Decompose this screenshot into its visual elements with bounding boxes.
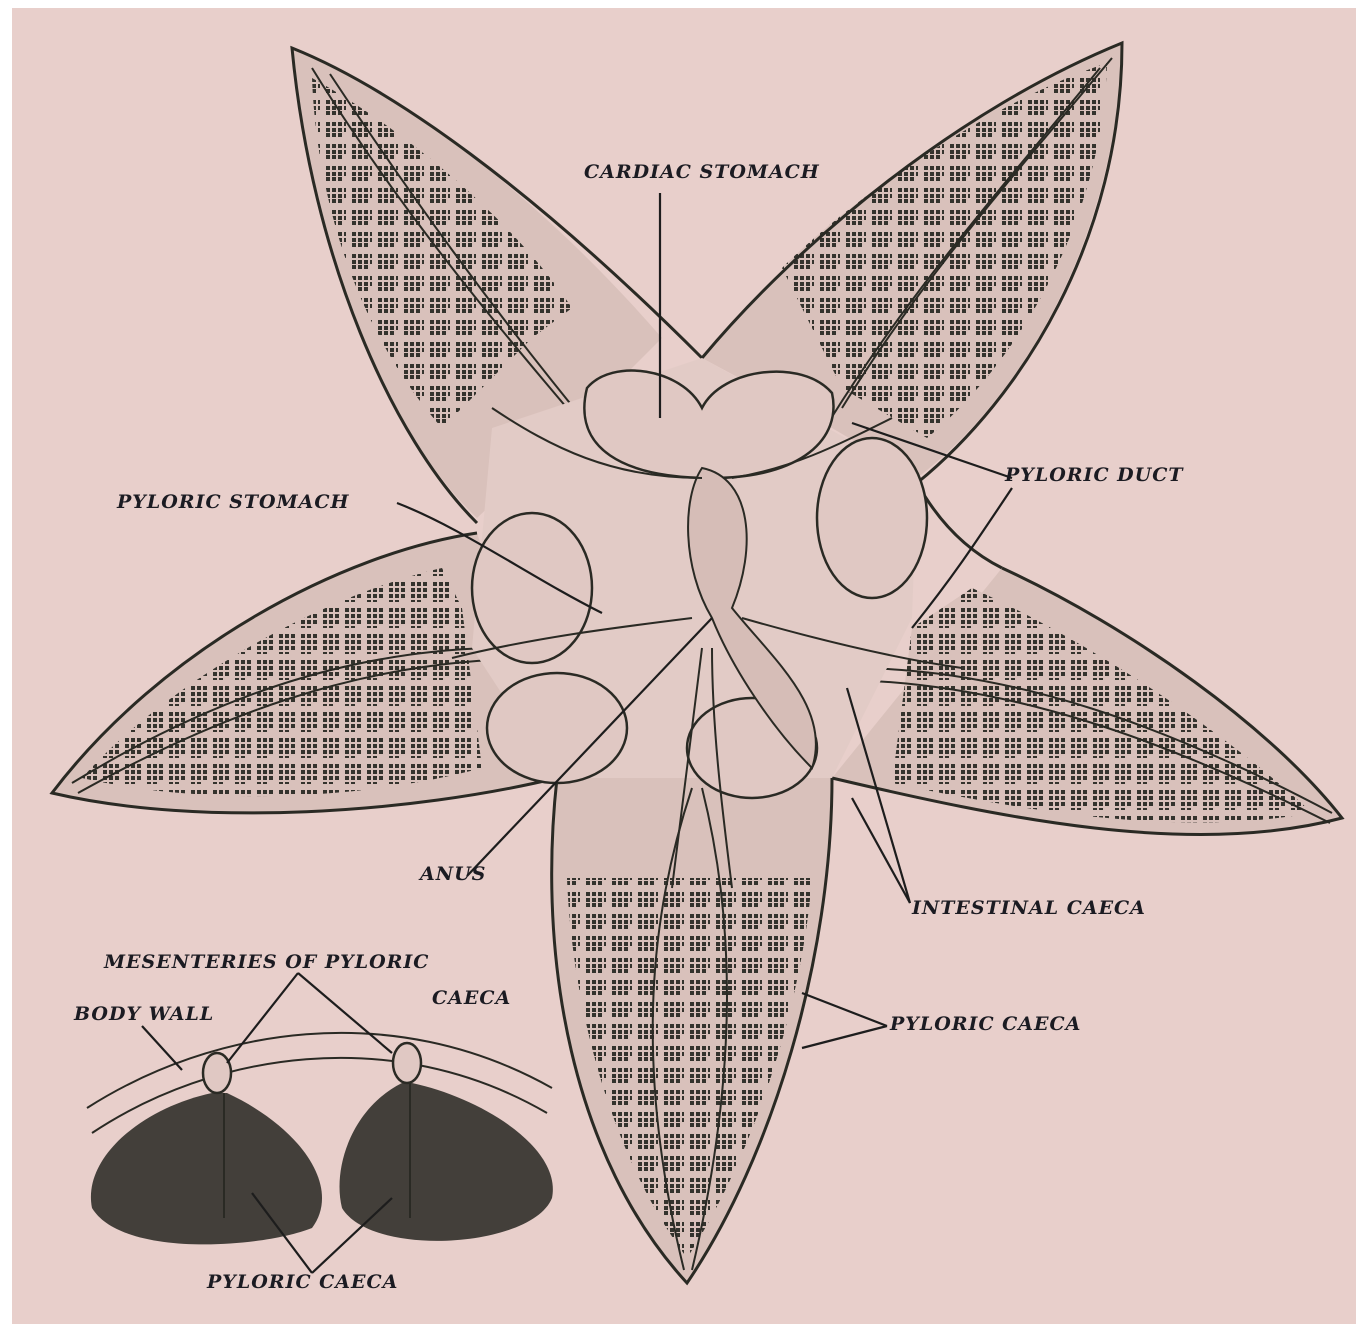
label-cardiac-stomach: CARDIAC STOMACH <box>584 161 820 183</box>
cross-section-inset <box>87 1033 553 1244</box>
arm-bottom <box>552 778 832 1283</box>
label-intestinal-caeca: INTESTINAL CAECA <box>911 897 1146 919</box>
label-pyloric-caeca-bottom: PYLORIC CAECA <box>206 1271 398 1293</box>
label-pyloric-caeca: PYLORIC CAECA <box>889 1013 1081 1035</box>
label-mesenteries-line1: MESENTERIES OF PYLORIC <box>103 951 429 973</box>
label-mesenteries-line2: CAECA <box>432 987 511 1009</box>
label-body-wall: BODY WALL <box>73 1003 214 1025</box>
label-pyloric-duct: PYLORIC DUCT <box>1004 464 1184 486</box>
diagram-plate: CARDIAC STOMACH PYLORIC DUCT PYLORIC STO… <box>12 8 1356 1324</box>
starfish-digestive-system-diagram: CARDIAC STOMACH PYLORIC DUCT PYLORIC STO… <box>12 8 1356 1324</box>
label-pyloric-stomach: PYLORIC STOMACH <box>116 491 349 513</box>
label-anus: ANUS <box>418 863 486 885</box>
